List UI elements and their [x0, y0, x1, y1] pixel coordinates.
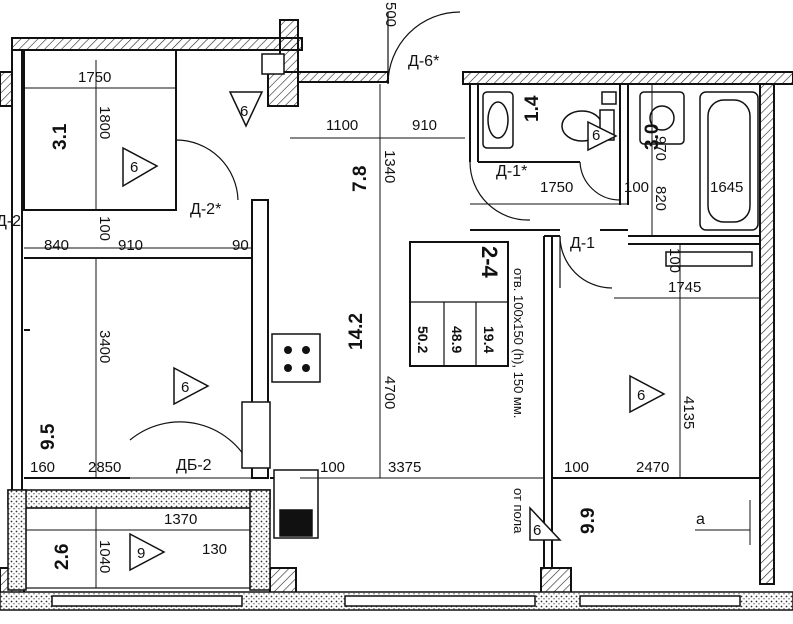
dim-text: 1370 [164, 511, 197, 528]
dim-text: 100 [624, 179, 649, 196]
room-area-9-9: 9.9 [578, 508, 599, 534]
door-label-d2: Д-2* [190, 201, 221, 218]
dim-text: 1645 [710, 179, 743, 196]
cabinet-icon [241, 401, 271, 469]
dim-text: 4700 [381, 376, 398, 409]
room-area-3-0: 3.0 [642, 124, 663, 150]
apartment-box [409, 241, 509, 367]
apartment-area-useful: 48.9 [449, 326, 465, 353]
meter-box-icon [261, 53, 285, 75]
dim-text: 100 [666, 248, 683, 273]
dim-text: 910 [118, 237, 143, 254]
dim-text: 1100 [326, 117, 358, 134]
wall-top-right [462, 71, 793, 85]
badge-number: 9 [137, 545, 145, 562]
room-area-7-8: 7.8 [350, 166, 371, 192]
wall-block-entry [267, 71, 299, 107]
badge-number: 6 [130, 159, 138, 176]
badge-number: 6 [637, 387, 645, 404]
door-label-db2: ДБ-2 [176, 457, 212, 474]
dim-text: 970 [652, 136, 669, 161]
dim-text: 1800 [96, 106, 113, 139]
dim-text: 3400 [96, 330, 113, 363]
dim-text: 3375 [388, 459, 421, 476]
dim-text: 160 [30, 459, 55, 476]
apartment-area-living: 19.4 [481, 326, 497, 353]
dim-text: 2470 [636, 459, 669, 476]
dim-text: 1745 [668, 279, 701, 296]
dim-text: 2850 [88, 459, 121, 476]
dimension-lines [24, 60, 760, 588]
dim-text: 90 [232, 237, 249, 254]
dim-text: 130 [202, 541, 227, 558]
wall-right [759, 83, 775, 585]
badge-number: 6 [533, 522, 541, 539]
dim-text: 100 [564, 459, 589, 476]
floor-note: от пола [511, 488, 526, 534]
vent-note: отв. 100х150 (h), 150 мм. [511, 268, 526, 418]
stove-icon [271, 333, 321, 383]
bottom-wall [0, 489, 793, 611]
door-arc-living [559, 235, 613, 289]
badge-number: 6 [181, 379, 189, 396]
dim-text: 100 [96, 216, 113, 241]
room-area-3-1: 3.1 [50, 123, 71, 150]
dim-text: 840 [44, 237, 69, 254]
wall-top-left [11, 37, 303, 51]
badge-number: 6 [240, 103, 248, 120]
wall-left [11, 49, 23, 501]
dim-text: 820 [652, 186, 669, 211]
door-arc-wc [579, 161, 621, 201]
apartment-code: 2-4 [477, 246, 502, 279]
apartment-area-total: 50.2 [415, 326, 431, 353]
dim-text: 1750 [540, 179, 573, 196]
door-label-d1: Д-1 [570, 235, 595, 252]
dim-text: 100 [320, 459, 345, 476]
dim-text: 1750 [78, 69, 111, 86]
section-mark: а [696, 511, 705, 528]
radiator-icon [665, 251, 753, 267]
door-arc-entry [387, 11, 461, 85]
door-label-d6: Д-6* [408, 53, 439, 70]
door-arc-storage [175, 139, 239, 201]
stove-burners [284, 346, 310, 372]
dim-text: 1340 [381, 150, 398, 183]
room-area-14-2: 14.2 [346, 313, 367, 350]
fixtures [241, 53, 759, 539]
door-label-d2-left: Д-2 [0, 213, 21, 230]
room-area-9-5: 9.5 [38, 423, 59, 450]
dim-text: 4135 [680, 396, 697, 429]
badge-number: 6 [592, 127, 600, 144]
badges [122, 91, 666, 572]
dim-text: 500 [382, 2, 399, 27]
door-label-d1-star: Д-1* [496, 163, 527, 180]
room-area-2-6: 2.6 [52, 544, 73, 570]
dim-text: 910 [412, 117, 437, 134]
room-area-1-4: 1.4 [522, 95, 543, 122]
wall-entry-top [297, 71, 389, 83]
dim-text: 1040 [96, 540, 113, 573]
